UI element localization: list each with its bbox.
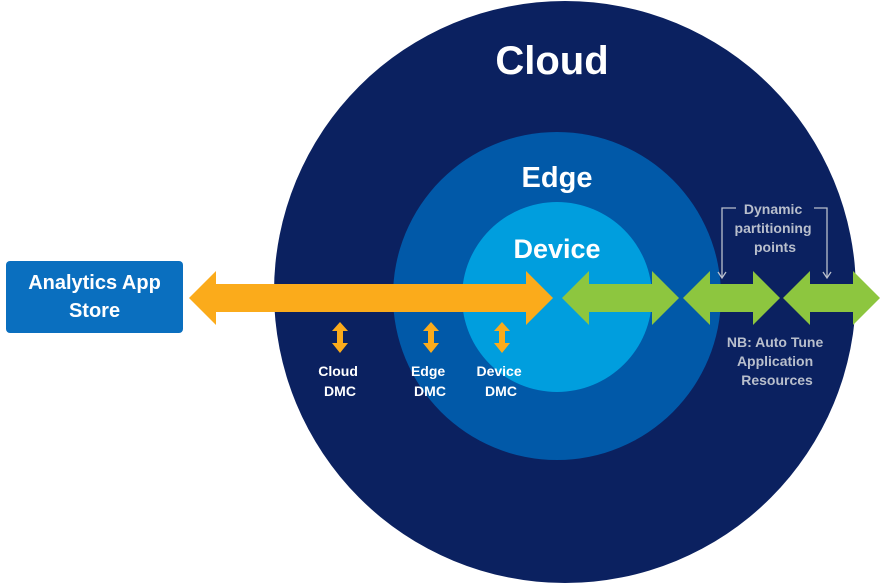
store-label-line2: Store xyxy=(68,300,121,322)
device-dmc-label: Device DMC xyxy=(476,363,525,399)
bracket-right-line xyxy=(814,207,828,277)
store-device-double-arrow xyxy=(189,271,553,325)
bracket-left-line xyxy=(721,207,736,277)
store-label-line1: Analytics App xyxy=(28,272,161,294)
cloud-external-double-arrow xyxy=(783,271,880,325)
edge-dmc-label: Edge DMC xyxy=(411,363,449,399)
partition-bracket xyxy=(717,207,832,280)
edge-label: Edge xyxy=(522,162,593,194)
device-edge-double-arrow xyxy=(562,271,679,325)
cloud-dmc-arrow-icon xyxy=(332,322,348,353)
device-dmc-arrow-icon xyxy=(494,322,510,353)
device-ring xyxy=(462,202,652,392)
edge-dmc-arrow-icon xyxy=(423,322,439,353)
analytics-app-store-box[interactable]: Analytics App Store xyxy=(6,261,183,333)
edge-cloud-double-arrow xyxy=(683,271,780,325)
cloud-label: Cloud xyxy=(495,39,608,83)
device-label: Device xyxy=(513,234,600,264)
auto-tune-note: NB: Auto Tune Application Resources xyxy=(727,334,827,388)
bracket-right-arrowhead-icon xyxy=(822,271,832,280)
bracket-left-arrowhead-icon xyxy=(717,271,727,280)
cloud-dmc-label: Cloud DMC xyxy=(318,363,362,399)
partition-note: Dynamic partitioning points xyxy=(735,201,816,255)
